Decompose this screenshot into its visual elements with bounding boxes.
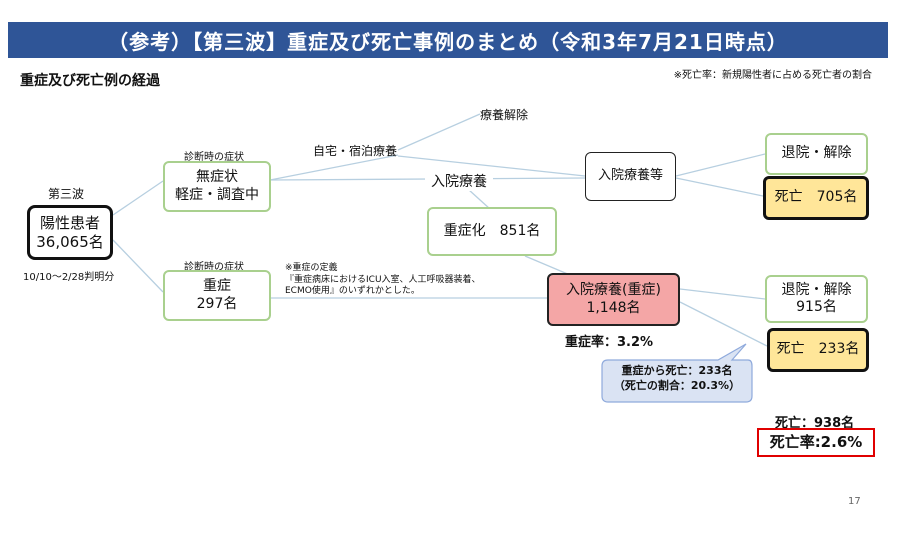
death-lower-box: 死亡 233名 <box>767 328 869 372</box>
asymptomatic-mild-box: 無症状 軽症・調査中 <box>163 161 271 212</box>
severe-rate-label: 重症率：3.2% <box>565 335 654 350</box>
hospital-care-etc-label: 入院療養等 <box>597 168 663 184</box>
page-title: （参考）【第三波】重症及び死亡事例のまとめ（令和3年7月21日時点） <box>8 22 888 58</box>
callout-text: 重症から死亡：233名 （死亡の割合：20.3%） <box>604 363 750 394</box>
severe-definition-note: ※重症の定義 『重症病床におけるICU入室、人工呼吸器装着、 ECMO使用』のい… <box>285 263 481 298</box>
total-death-label: 死亡：938名 <box>775 416 855 431</box>
death-upper-label: 死亡 705名 <box>774 189 858 206</box>
wave-label: 第三波 <box>48 187 85 201</box>
severe-definition-text-1: 『重症病床におけるICU入室、人工呼吸器装着、 <box>285 274 481 285</box>
severe-at-diagnosis-box: 重症 297名 <box>163 270 271 321</box>
severe-definition-text-2: ECMO使用』のいずれかとした。 <box>285 286 420 297</box>
discharge-upper-label: 退院・解除 <box>781 145 852 162</box>
severe-death-ratio: （死亡の割合：20.3%） <box>613 379 741 393</box>
symptom-label-upper: 診断時の症状 <box>184 152 244 163</box>
severe-hospitalization-label: 入院療養(重症) <box>566 282 661 298</box>
severe-hospitalization-count: 1,148名 <box>586 299 641 316</box>
home-hotel-care-label: 自宅・宿泊療養 <box>313 144 398 158</box>
asymptomatic-label: 無症状 <box>196 169 238 185</box>
hospital-care-etc-box: 入院療養等 <box>585 152 676 201</box>
period-label: 10/10〜2/28判明分 <box>23 272 115 283</box>
death-rate-box: 死亡率:2.6% <box>757 428 875 457</box>
page-number: 17 <box>848 496 861 507</box>
discharge-lower-box: 退院・解除 915名 <box>765 275 868 323</box>
severe-at-diagnosis-label: 重症 <box>203 278 231 294</box>
death-lower-label: 死亡 233名 <box>776 341 860 358</box>
positive-patients-count: 36,065名 <box>36 232 104 251</box>
subtitle: 重症及び死亡例の経過 <box>20 73 160 89</box>
discharge-lower-count: 915名 <box>796 299 837 315</box>
death-upper-box: 死亡 705名 <box>763 176 869 220</box>
discharge-lower-label: 退院・解除 <box>781 281 852 298</box>
mild-investigating-label: 軽症・調査中 <box>175 186 259 203</box>
severe-hospitalization-box: 入院療養(重症) 1,148名 <box>547 273 680 326</box>
positive-patients-box: 陽性患者 36,065名 <box>27 205 113 260</box>
severe-change-label: 重症化 851名 <box>443 222 541 239</box>
death-rate-label: 死亡率:2.6% <box>769 433 863 452</box>
care-release-label: 療養解除 <box>480 108 529 122</box>
severe-to-death-count: 重症から死亡：233名 <box>621 364 733 377</box>
severe-definition-heading: ※重症の定義 <box>285 263 338 273</box>
death-rate-note: ※死亡率：新規陽性者に占める死亡者の割合 <box>673 70 872 81</box>
severe-at-diagnosis-count: 297名 <box>196 295 238 312</box>
hospital-care-label: 入院療養 <box>425 171 493 191</box>
discharge-upper-box: 退院・解除 <box>765 133 868 175</box>
severe-change-box: 重症化 851名 <box>427 207 557 256</box>
callout-shape <box>601 343 753 403</box>
symptom-label-lower: 診断時の症状 <box>184 262 244 273</box>
positive-patients-label: 陽性患者 <box>39 213 100 232</box>
